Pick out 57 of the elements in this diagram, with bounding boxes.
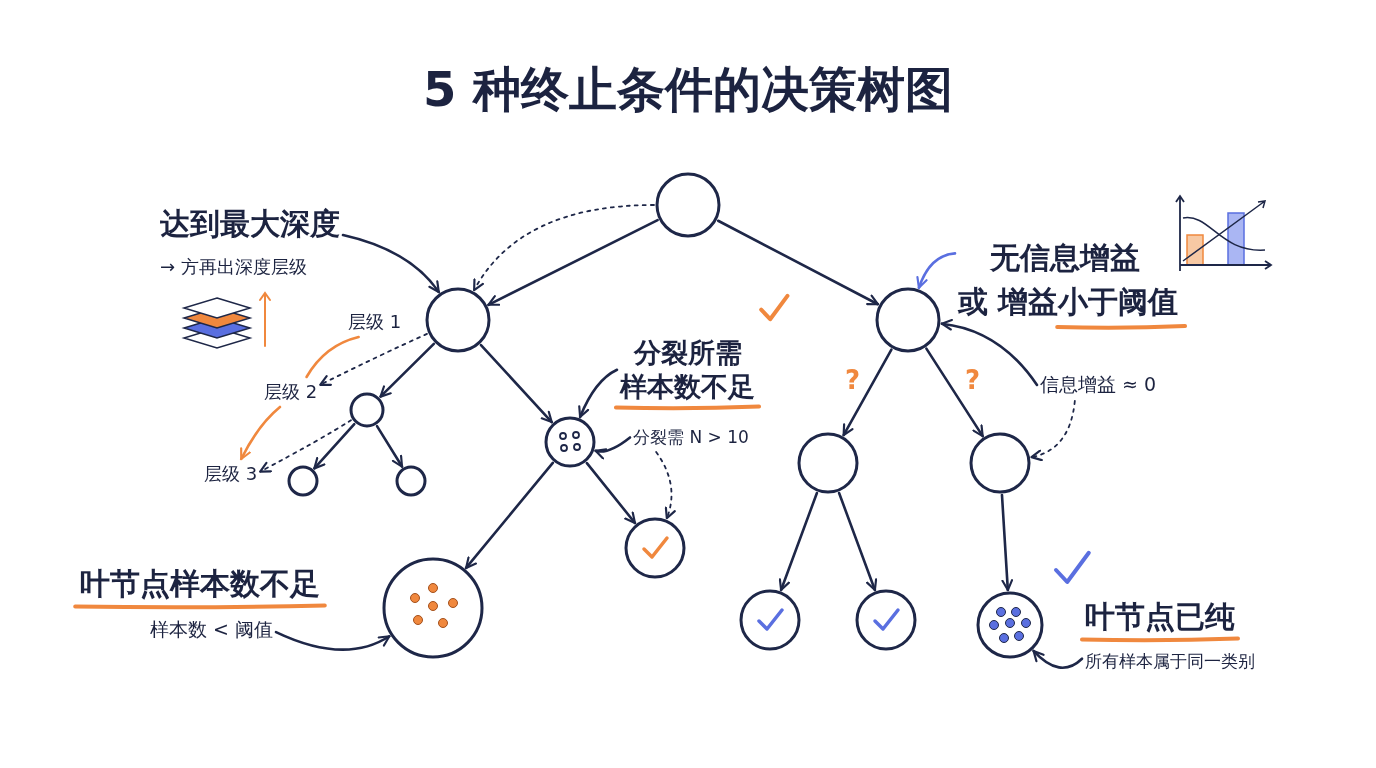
- annotation-heading: 达到最大深度: [160, 205, 340, 243]
- arrow: [487, 218, 659, 307]
- question-mark: ?: [845, 365, 861, 395]
- arrow: [479, 343, 554, 424]
- tree-node-circle: [968, 431, 1032, 495]
- arrow: [940, 319, 1039, 387]
- arrow: [916, 252, 957, 290]
- arrow: [837, 491, 878, 592]
- arrow: [925, 347, 984, 438]
- annotation-heading: 叶节点样本数不足: [80, 565, 320, 603]
- arrow: [313, 422, 356, 470]
- connector-line: [305, 335, 360, 379]
- annotation-heading: 叶节点已纯: [1085, 598, 1235, 636]
- arrow: [379, 342, 436, 398]
- tree-node-circle: [854, 588, 918, 652]
- level-label: 层级 3: [204, 462, 258, 486]
- arrow: [341, 233, 441, 294]
- title: 5 种终止条件的决策树图: [421, 60, 955, 119]
- level-label: 层级 2: [264, 380, 318, 404]
- annotation-note: 样本数 < 阈值: [149, 616, 273, 642]
- arrow: [1032, 649, 1084, 669]
- dotted-arrow: [473, 204, 655, 292]
- annotation-text: 分裂需 N > 10: [633, 426, 749, 449]
- tree-node-circle: [796, 431, 860, 495]
- tree-node-circle: [394, 464, 428, 498]
- dotted-arrow: [259, 419, 352, 473]
- tree-node-circle: [623, 516, 687, 580]
- level-label: 层级 1: [348, 310, 402, 334]
- arrow: [464, 461, 555, 570]
- arrow: [716, 219, 880, 306]
- arrow: [1000, 493, 1014, 592]
- tree-node-circle: [348, 391, 386, 429]
- tree-node-circle: [424, 286, 492, 354]
- arrow: [778, 491, 819, 592]
- question-mark: ?: [965, 365, 981, 395]
- tree-node-circle: [654, 171, 722, 239]
- tree-node-circle: [738, 588, 802, 652]
- arrow: [239, 405, 282, 461]
- annotation-note: → 方再出深度层级: [160, 254, 307, 279]
- arrow: [375, 424, 404, 468]
- tree-node-circle: [874, 286, 942, 354]
- arrow: [842, 348, 893, 437]
- annotation-note: 所有样本属于同一类别: [1085, 649, 1255, 673]
- annotation-heading: 无信息增益或 增益小于阈值: [958, 236, 1179, 323]
- tree-node-circle: [381, 556, 485, 660]
- dotted-arrow: [1030, 400, 1076, 461]
- annotation-heading: 分裂所需样本数不足: [620, 336, 755, 404]
- dotted-arrow: [655, 451, 676, 520]
- arrow: [578, 368, 619, 419]
- annotation-text: 信息增益 ≈ 0: [1040, 372, 1157, 398]
- tree-node-circle: [543, 415, 597, 469]
- tree-node-circle: [975, 590, 1045, 660]
- arrow: [274, 630, 391, 651]
- dotted-arrow: [319, 333, 428, 386]
- arrow: [585, 461, 637, 525]
- arrow: [594, 436, 632, 459]
- tree-node-circle: [286, 464, 320, 498]
